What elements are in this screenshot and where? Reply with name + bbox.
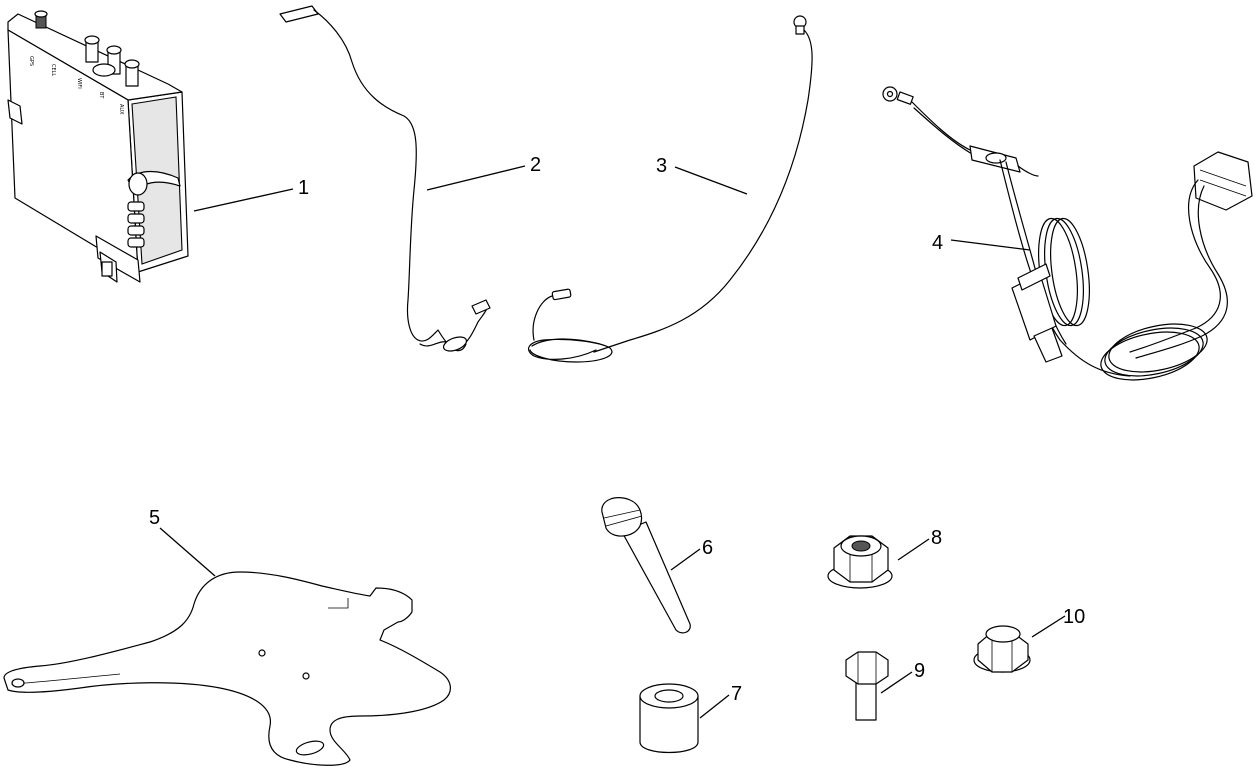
leader-line-3 xyxy=(674,166,748,195)
callout-9: 9 xyxy=(914,660,925,682)
callout-7: 7 xyxy=(731,683,742,705)
part-7-spacer xyxy=(639,683,699,754)
callout-labels: 1 2 3 4 5 6 7 8 9 10 xyxy=(149,154,1085,705)
svg-text:BT: BT xyxy=(98,92,104,99)
leader-line-5 xyxy=(159,527,216,577)
svg-text:AUX: AUX xyxy=(118,104,124,115)
part-8-flange-nut xyxy=(827,535,893,589)
callout-10: 10 xyxy=(1063,606,1085,628)
svg-text:WIFI: WIFI xyxy=(76,78,82,89)
leader-line-1 xyxy=(193,188,294,212)
leader-lines xyxy=(159,165,1066,719)
svg-text:CELL: CELL xyxy=(50,64,56,76)
part-6-long-bolt xyxy=(601,497,691,634)
callout-1: 1 xyxy=(298,177,309,199)
callout-2: 2 xyxy=(530,154,541,176)
part-9-short-bolt xyxy=(845,651,889,721)
svg-text:GPS: GPS xyxy=(28,56,34,66)
part-1-control-module: GPS CELL WIFI BT AUX xyxy=(7,10,189,283)
leader-line-9 xyxy=(880,671,913,694)
leader-line-4 xyxy=(950,239,1031,251)
part-3-coiled-cable xyxy=(527,15,813,363)
part-10-lock-nut xyxy=(973,625,1031,673)
part-4-wire-harness xyxy=(882,86,1253,381)
leader-line-8 xyxy=(897,538,930,561)
part-2-antenna-cable xyxy=(279,5,491,352)
part-5-mounting-bracket xyxy=(3,571,451,766)
callout-3: 3 xyxy=(656,155,667,177)
leader-line-10 xyxy=(1031,615,1066,638)
callout-6: 6 xyxy=(702,537,713,559)
callout-8: 8 xyxy=(931,527,942,549)
leader-line-2 xyxy=(426,165,526,191)
leader-line-6 xyxy=(670,548,701,571)
callout-5: 5 xyxy=(149,507,160,529)
leader-line-7 xyxy=(699,694,730,719)
callout-4: 4 xyxy=(932,232,943,254)
